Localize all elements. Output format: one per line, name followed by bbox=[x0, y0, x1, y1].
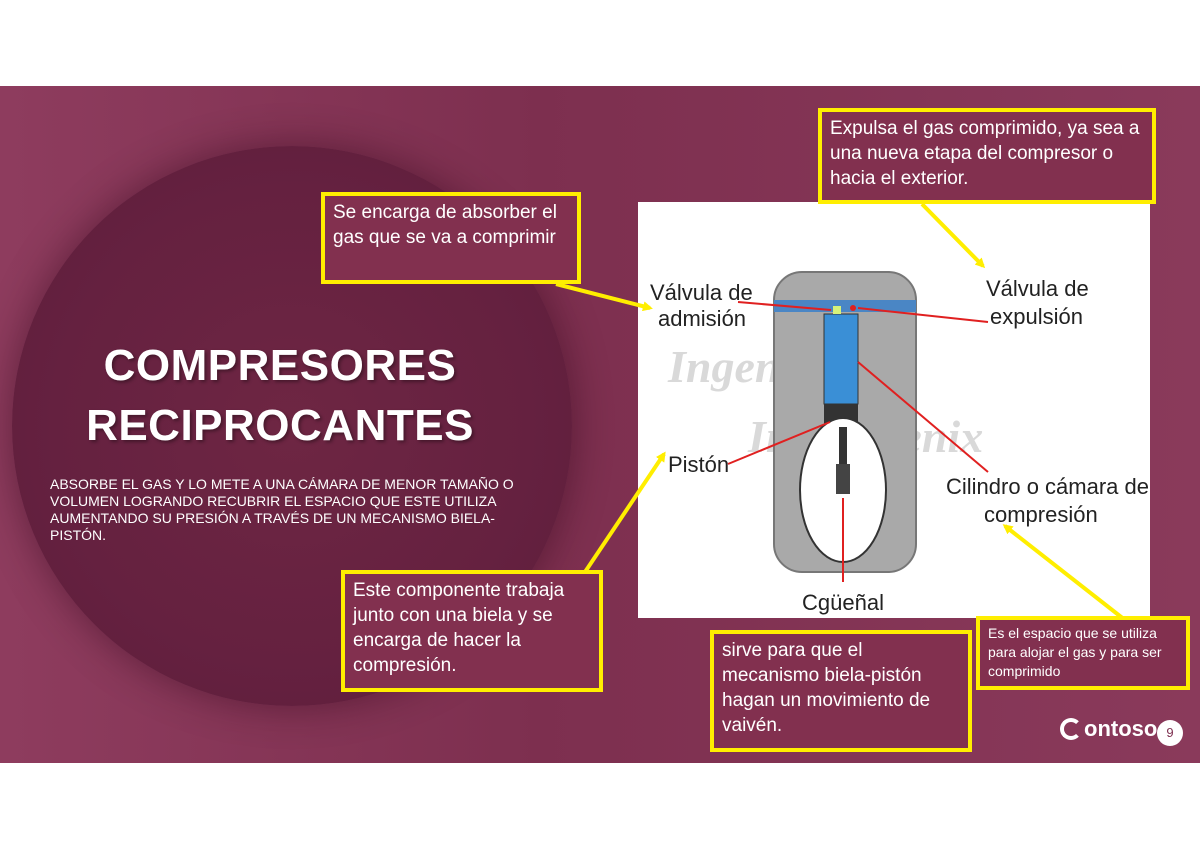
callout-cylinder: Es el espacio que se utiliza para alojar… bbox=[976, 616, 1190, 690]
label-crankshaft: Cgüeñal bbox=[802, 590, 884, 615]
diagram-svg: Ingeniería Industrienix bbox=[650, 271, 1149, 615]
label-cylinder-1: Cilindro o cámara de bbox=[946, 474, 1149, 499]
piston-arrow bbox=[583, 451, 666, 574]
logo-c-icon bbox=[1060, 718, 1082, 740]
intake-arrow bbox=[555, 282, 653, 312]
logo-text: ontoso bbox=[1084, 716, 1158, 741]
callout-arrows bbox=[555, 202, 1127, 622]
label-intake-2: admisión bbox=[658, 306, 746, 331]
slide-title: COMPRESORES RECIPROCANTES bbox=[60, 336, 500, 456]
callout-piston: Este componente trabaja junto con una bi… bbox=[341, 570, 603, 692]
slide-description: ABSORBE EL GAS Y LO METE A UNA CÁMARA DE… bbox=[50, 476, 514, 543]
label-exhaust-1: Válvula de bbox=[986, 276, 1089, 301]
page-number: 9 bbox=[1157, 720, 1183, 746]
callout-intake-valve: Se encarga de absorber el gas que se va … bbox=[321, 192, 581, 284]
contoso-logo: ontoso bbox=[1060, 716, 1157, 742]
crank-pin bbox=[836, 464, 850, 494]
label-piston: Pistón bbox=[668, 452, 729, 477]
exhaust-valve-marker bbox=[850, 305, 856, 311]
title-line-2: RECIPROCANTES bbox=[86, 401, 474, 450]
slide: COMPRESORES RECIPROCANTES ABSORBE EL GAS… bbox=[0, 86, 1200, 763]
callout-crankshaft: sirve para que el mecanismo biela-pistón… bbox=[710, 630, 972, 752]
label-exhaust-2: expulsión bbox=[990, 304, 1083, 329]
label-cylinder-2: compresión bbox=[984, 502, 1098, 527]
exhaust-arrow bbox=[920, 202, 986, 269]
cylinder-arrow bbox=[1002, 524, 1127, 622]
title-line-1: COMPRESORES bbox=[103, 341, 457, 390]
compressor-diagram: Ingeniería Industrienix bbox=[638, 202, 1150, 618]
cylinder-pointer-line bbox=[857, 361, 989, 473]
exhaust-pointer-line bbox=[857, 307, 989, 323]
intake-pointer-line bbox=[737, 301, 832, 311]
intake-valve-marker bbox=[833, 306, 841, 314]
piston-pointer-line bbox=[727, 421, 831, 465]
callout-exhaust-valve: Expulsa el gas comprimido, ya sea a una … bbox=[818, 108, 1156, 204]
label-intake-1: Válvula de bbox=[650, 280, 753, 305]
